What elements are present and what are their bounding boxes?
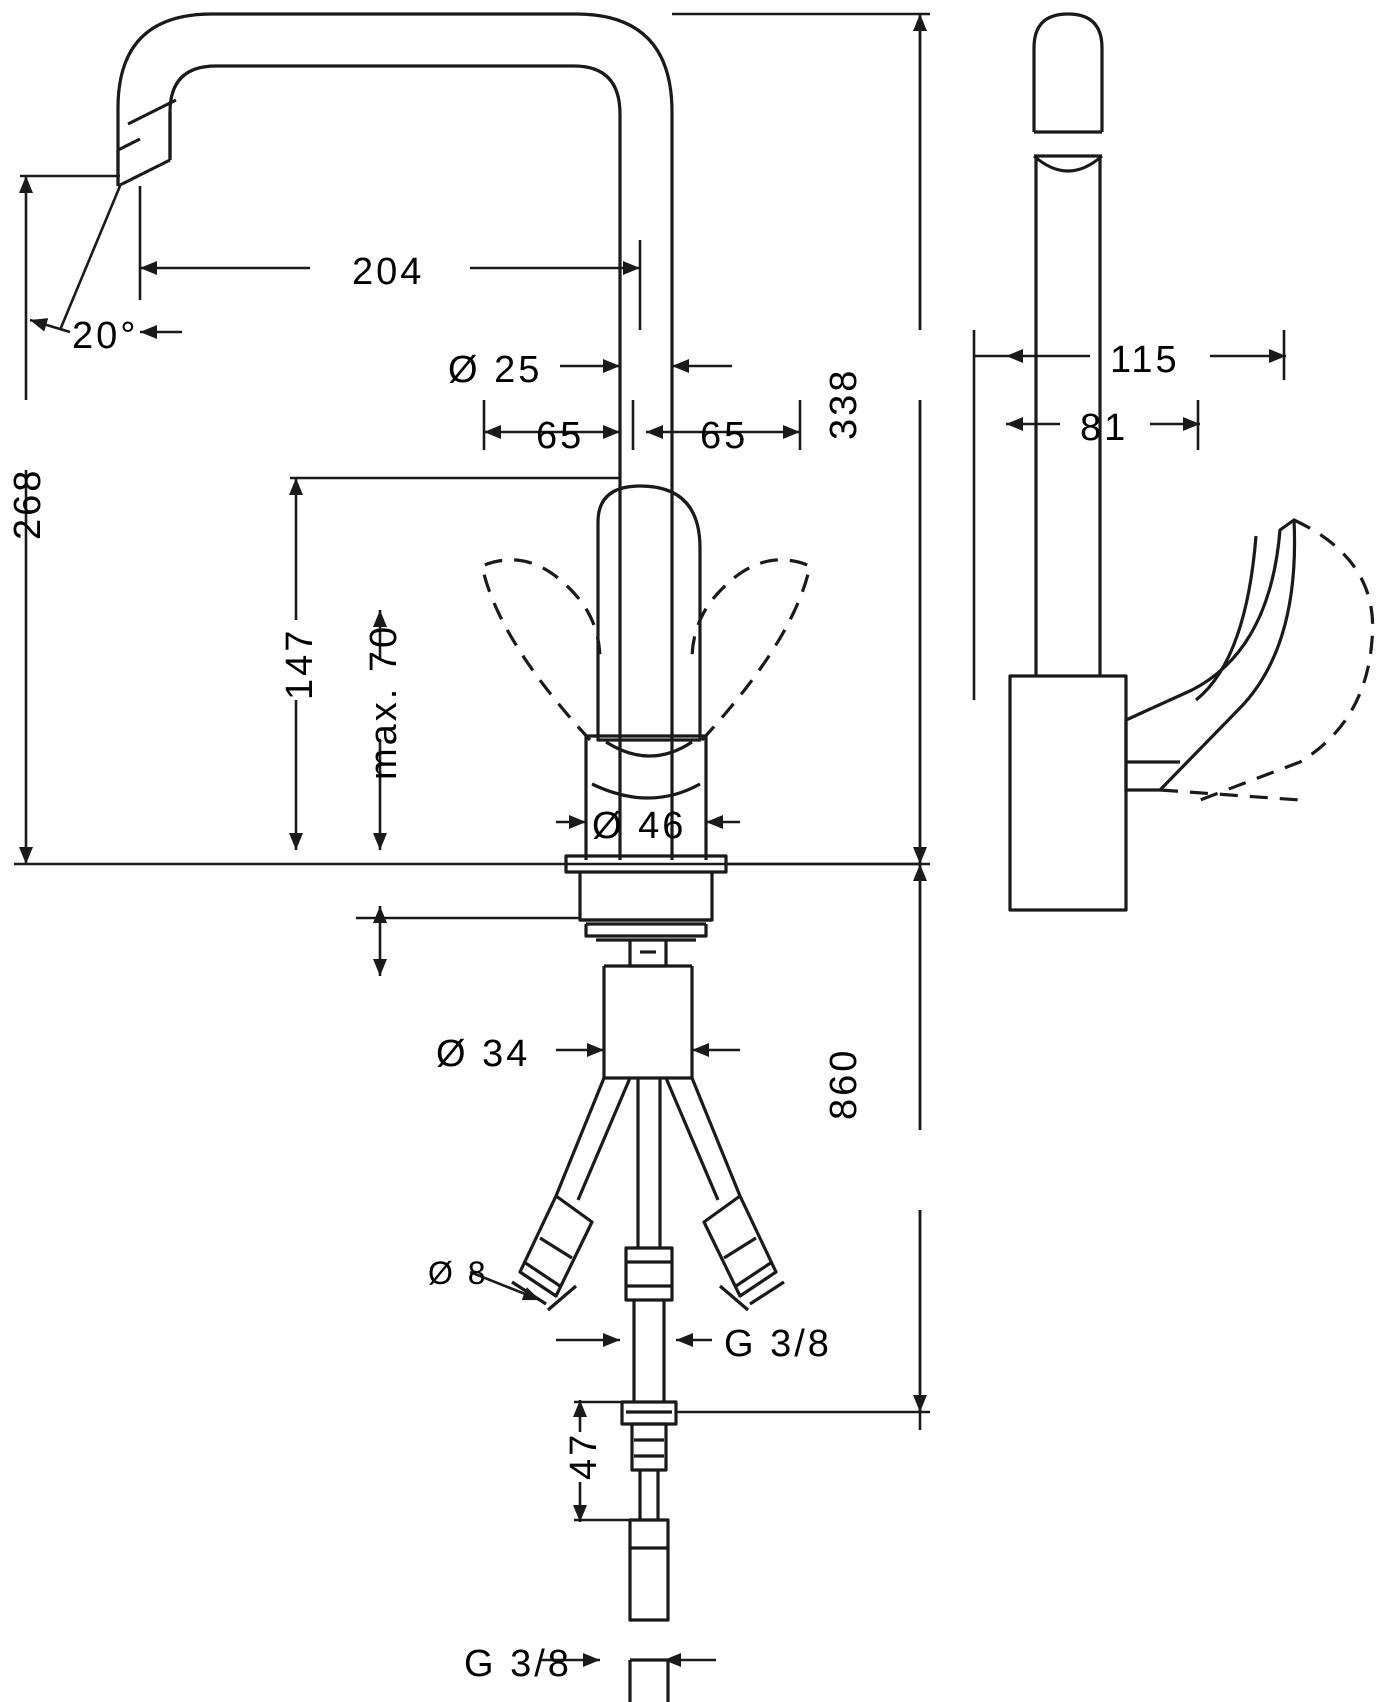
dim-g38-lower: G 3/8 bbox=[464, 1643, 572, 1685]
dim-dia-46: Ø 46 bbox=[592, 805, 686, 847]
dim-dia-25: Ø 25 bbox=[448, 349, 542, 391]
dim-20-deg: 20° bbox=[72, 315, 138, 357]
dim-dia-8: Ø 8 bbox=[428, 1255, 489, 1291]
dim-47: 47 bbox=[563, 1432, 605, 1480]
dim-860: 860 bbox=[823, 1048, 865, 1120]
dim-max-70: max. 70 bbox=[363, 624, 405, 780]
dim-115: 115 bbox=[1110, 339, 1180, 381]
dim-268: 268 bbox=[7, 468, 49, 540]
dim-81: 81 bbox=[1080, 407, 1128, 449]
dim-147: 147 bbox=[279, 628, 321, 700]
side-view-geometry bbox=[1008, 12, 1375, 912]
dim-dia-34: Ø 34 bbox=[436, 1033, 530, 1075]
dim-338: 338 bbox=[823, 368, 865, 440]
dim-65-left: 65 bbox=[536, 415, 584, 457]
dim-204: 204 bbox=[352, 251, 424, 293]
dimension-lines bbox=[14, 12, 1286, 1667]
dim-g38-upper: G 3/8 bbox=[724, 1323, 832, 1365]
dim-65-right: 65 bbox=[700, 415, 748, 457]
